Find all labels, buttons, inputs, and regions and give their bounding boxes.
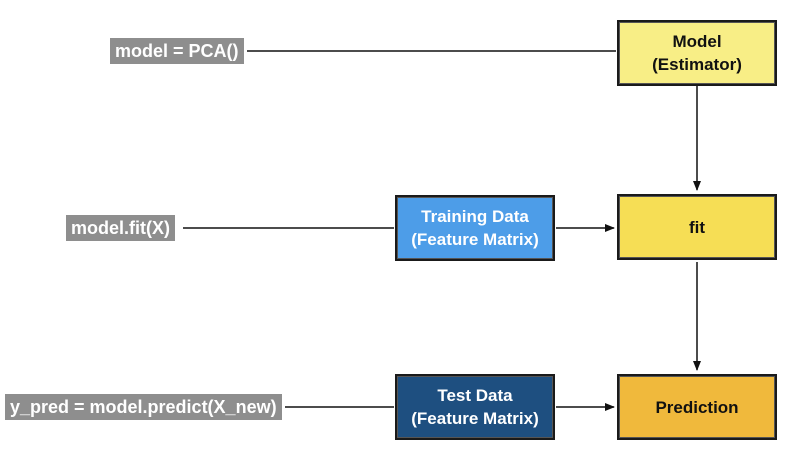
- model-estimator-box: Model (Estimator): [617, 20, 777, 86]
- test-data-title: Test Data: [437, 386, 513, 405]
- code-label-model-init: model = PCA(): [110, 38, 244, 64]
- fit-box-label: fit: [688, 217, 706, 237]
- code-label-model-predict: y_pred = model.predict(X_new): [5, 394, 282, 420]
- test-data-box: Test Data (Feature Matrix): [395, 374, 555, 440]
- prediction-box: Prediction: [617, 374, 777, 440]
- code-label-model-fit: model.fit(X): [66, 215, 175, 241]
- prediction-box-label: Prediction: [655, 397, 739, 417]
- training-data-subtitle: (Feature Matrix): [411, 230, 539, 249]
- model-box-subtitle: (Estimator): [652, 55, 742, 74]
- training-data-title: Training Data: [421, 207, 529, 226]
- test-data-subtitle: (Feature Matrix): [411, 409, 539, 428]
- training-data-box: Training Data (Feature Matrix): [395, 195, 555, 261]
- model-box-title: Model: [672, 32, 722, 51]
- fit-box: fit: [617, 194, 777, 260]
